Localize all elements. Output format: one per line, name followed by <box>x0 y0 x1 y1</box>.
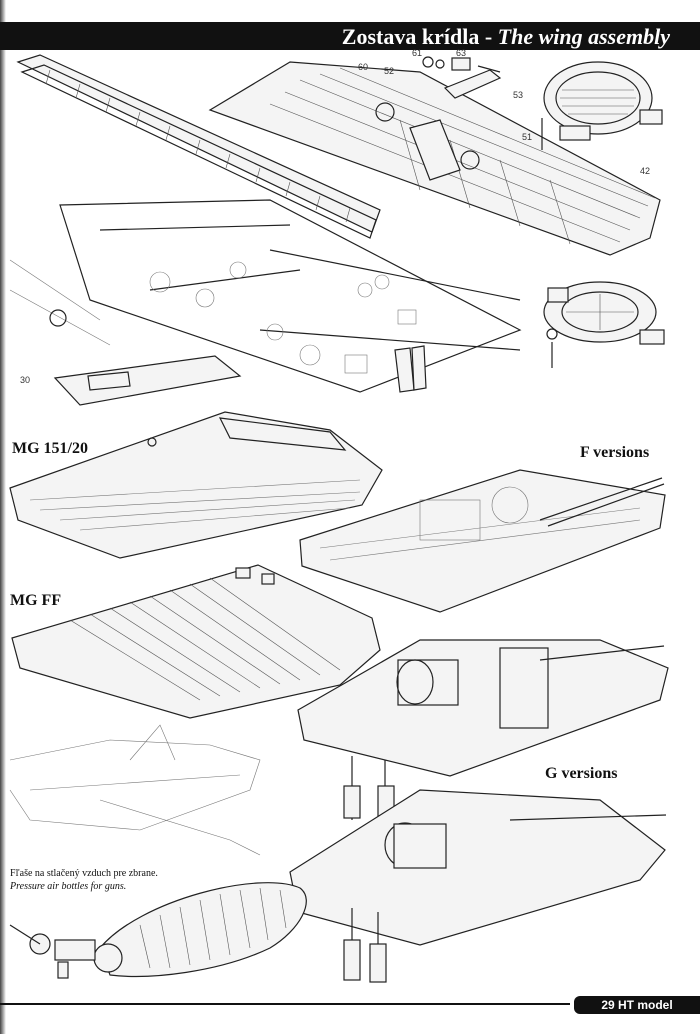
part-number: 52 <box>384 66 394 76</box>
caption-mg151: MG 151/20 <box>12 440 88 457</box>
wing-rib-structure-drawing <box>9 199 522 393</box>
caption-mgff: MG FF <box>10 592 62 609</box>
page-number-tab: 29 HT model <box>574 996 700 1014</box>
air-bottle-drawing <box>9 882 307 979</box>
fasteners-drawing <box>422 56 543 150</box>
part-number-labels: 30 42 51 52 53 60 61 63 <box>20 48 650 385</box>
part-number: 60 <box>358 62 368 72</box>
part-number: 61 <box>412 48 422 58</box>
part-number: 53 <box>513 90 523 100</box>
access-plate-drawing <box>53 355 242 406</box>
header-bar <box>0 22 700 50</box>
caption-f-versions: F versions <box>580 444 650 461</box>
part-number: 63 <box>456 48 466 58</box>
part-number: 42 <box>640 166 650 176</box>
part-number: 51 <box>522 132 532 142</box>
title-separator: - <box>479 24 498 49</box>
air-bottle-note: Fľaše na stlačený vzduch pre zbrane. Pre… <box>10 867 158 893</box>
note-english: Pressure air bottles for guns. <box>10 881 127 892</box>
title-slovak: Zostava krídla <box>341 24 480 49</box>
footer-rule <box>0 1003 570 1005</box>
page-title: Zostava krídla - The wing assembly <box>342 23 670 51</box>
mg151-cover-drawing <box>9 411 383 559</box>
wing-skin-panel-drawing <box>208 61 661 256</box>
g-version-gun-bay-drawing-2 <box>289 789 667 983</box>
wing-spar-drawing <box>16 54 381 239</box>
part-number: 30 <box>20 375 30 385</box>
oval-access-cover-lower <box>543 281 665 368</box>
wing-location-sketch <box>9 724 261 856</box>
page-binding-edge <box>0 0 6 1034</box>
mgff-cover-drawing <box>11 564 381 719</box>
g-version-gun-bay-drawing-1 <box>297 639 669 820</box>
oval-access-cover-upper <box>543 61 663 141</box>
caption-g-versions: G versions <box>545 765 618 782</box>
title-english: The wing assembly <box>497 24 670 49</box>
f-version-gun-bay-drawing <box>299 469 666 613</box>
note-slovak: Fľaše na stlačený vzduch pre zbrane. <box>10 868 158 879</box>
